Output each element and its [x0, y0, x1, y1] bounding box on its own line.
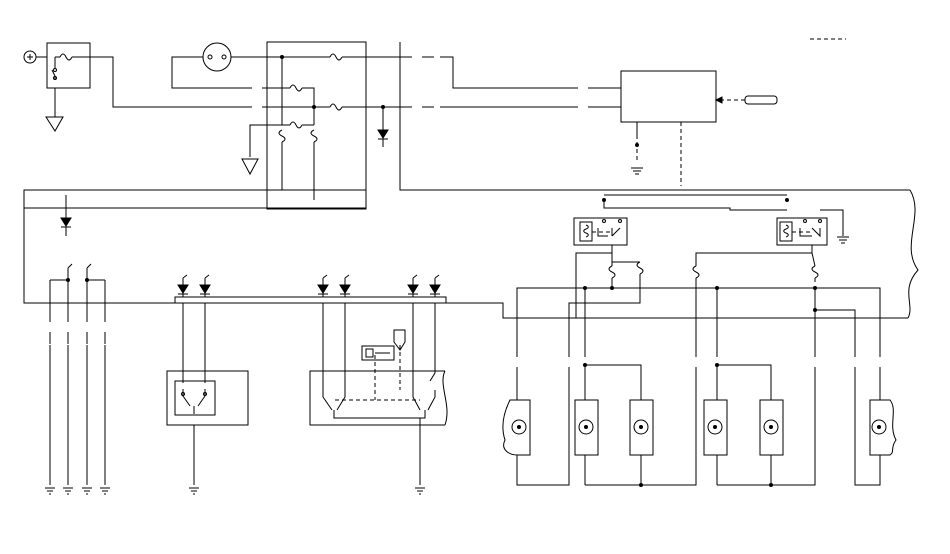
battery-positive-icon: [23, 50, 37, 64]
ground-icon: [45, 116, 64, 132]
switch-icon: [182, 389, 206, 414]
motor-icon: [703, 368, 728, 485]
fuse-icon: [278, 129, 286, 143]
fuse-icon: [636, 261, 644, 288]
ground-icon: [631, 167, 643, 175]
motor-icon: [854, 368, 897, 486]
control-unit-icon: [620, 70, 717, 123]
motor-icon: [574, 368, 599, 485]
fuse-icon: [55, 53, 90, 61]
relay-icon: [776, 217, 828, 246]
ground-icon: [45, 487, 110, 495]
fuse-relay-box: [46, 42, 91, 89]
ground-icon: [837, 236, 849, 244]
connector-icon: [361, 329, 406, 361]
diode-icon: [60, 217, 72, 236]
diode-icon: [377, 129, 389, 147]
ground-wire-group: [49, 263, 106, 485]
switch-module-2: [309, 370, 448, 426]
switch-icon: [322, 390, 436, 485]
fuse-icon: [310, 129, 318, 143]
relay-icon: [573, 217, 628, 246]
horn-icon: [202, 42, 232, 72]
fuse-icon: [811, 265, 819, 282]
motor-icon: [715, 363, 816, 487]
switch-module: [166, 370, 249, 426]
ground-icon: [189, 487, 199, 495]
connector-bar: [174, 296, 447, 304]
ground-icon: [415, 487, 425, 495]
motor-icon: [502, 368, 570, 486]
wire-break-group: [516, 345, 881, 368]
fuse-icon: [608, 265, 616, 288]
ground-icon: [241, 158, 259, 176]
wire-break-edge: [907, 189, 919, 319]
motor-icon: [583, 363, 697, 487]
fuse-icon: [329, 53, 366, 61]
connector-icon: [714, 95, 778, 105]
diode-icon: [177, 278, 441, 297]
fuse-icon: [692, 265, 700, 288]
